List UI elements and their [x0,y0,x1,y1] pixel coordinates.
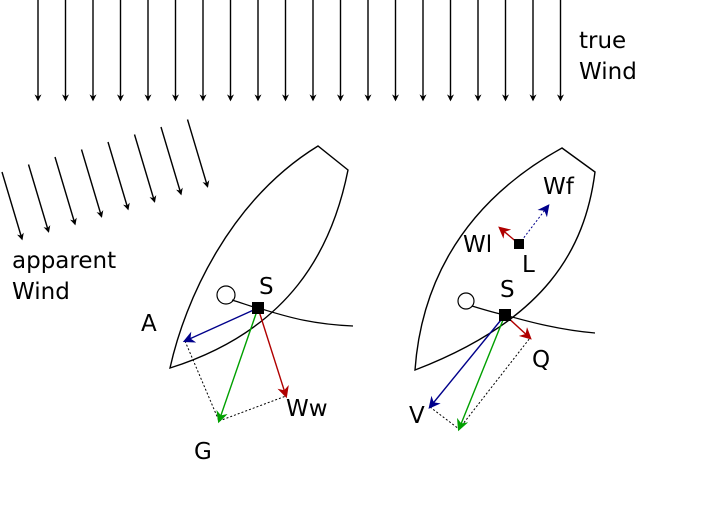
right-boat [414,147,596,432]
wind-arrow [54,156,77,226]
right-resultant-arrow [457,314,506,432]
forward-force-arrow [518,204,550,245]
lateral-force-label: Wl [463,232,492,258]
apparent-wind-label: Wind [12,279,70,305]
apparent-force-arrow [182,307,259,343]
lift-point-label: L [522,252,535,278]
right-sail-point-marker [499,309,511,321]
left-sail-point-marker [252,302,264,314]
left-construction-line [184,340,220,422]
apparent-wind-label: apparent [12,248,116,274]
wind-arrow [133,134,157,203]
wind-arrow [186,119,210,188]
left-mast-circle [216,285,236,305]
forward-force-label: Wf [543,174,575,200]
left-construction-line [218,395,287,422]
left-sail-line [231,299,354,327]
right-sail-point-label: S [500,277,515,303]
right-construction-line [429,406,460,430]
wind-arrow [1,171,24,241]
wind-force-label: Ww [286,396,328,422]
wind-force-arrow [257,307,289,399]
apparent-vector-label: A [141,311,157,337]
right-construction-line [458,337,531,430]
drag-vector-label: Q [532,347,550,373]
wind-arrow [107,141,130,211]
wind-arrow [160,126,183,196]
apparent-wind-arrows [1,119,210,241]
true-wind-label: true [579,28,626,54]
velocity-vector-label: V [409,403,425,429]
resultant-label: G [194,439,212,465]
true-wind-label: Wind [579,59,637,85]
right-mast-circle [457,292,475,310]
left-sail-point-label: S [259,274,274,300]
right-boat-hull [414,147,596,372]
true-wind-arrows [34,0,564,102]
velocity-arrow [428,314,506,409]
right-sail-line [471,305,596,334]
left-boat-hull [169,145,349,370]
left-boat [169,145,354,424]
lift-point-marker [514,239,524,249]
wind-arrow [27,164,51,233]
resultant-force-arrow [216,307,259,424]
wind-arrow [80,149,104,218]
